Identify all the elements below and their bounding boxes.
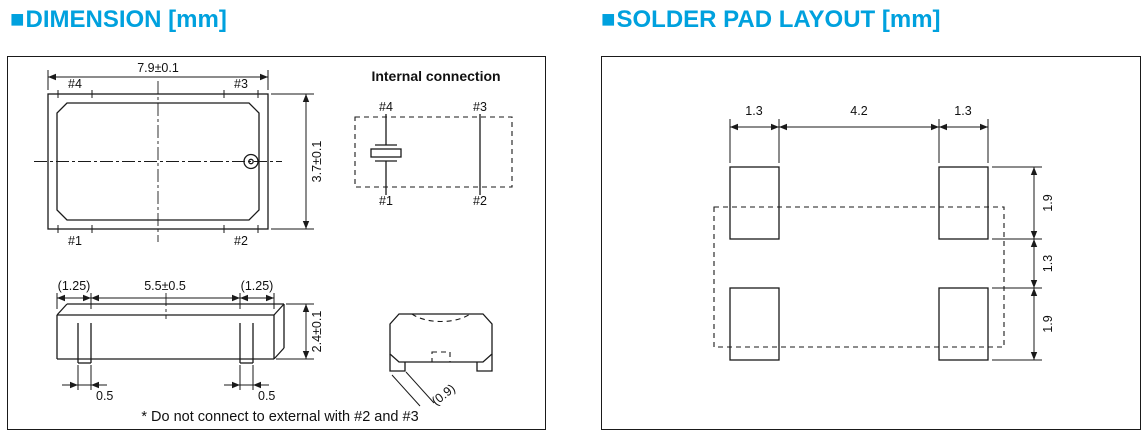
side-view-left-dim: (1.25) xyxy=(58,279,91,293)
internal-connection: Internal connection #4 #3 #1 #2 xyxy=(354,68,513,208)
solder-pads xyxy=(729,166,989,361)
solder-pad-drawing-box: 1.3 4.2 1.3 1.9 1.3 1.9 xyxy=(601,56,1141,430)
horizontal-dimensions: 1.3 4.2 1.3 xyxy=(729,104,989,163)
dimension-section-title: DIMENSION [mm] xyxy=(25,6,227,33)
package-outline xyxy=(713,206,1005,348)
solder-pad-section-title: SOLDER PAD LAYOUT [mm] xyxy=(616,6,941,33)
internal-pad-label-2: #2 xyxy=(473,194,487,208)
solder-pad-drawing: 1.3 4.2 1.3 1.9 1.3 1.9 xyxy=(713,104,1055,361)
pad-gap-vertical-dim: 1.3 xyxy=(1041,255,1055,272)
side-view-height-dim: 2.4±0.1 xyxy=(310,311,324,353)
connection-note: * Do not connect to external with #2 and… xyxy=(141,409,418,425)
top-view-pad-label-1: #1 xyxy=(68,234,82,248)
top-view-pad-label-4: #4 xyxy=(68,77,82,91)
internal-connection-title: Internal connection xyxy=(371,68,500,84)
side-view-right-dim: (1.25) xyxy=(241,279,274,293)
top-view-height-dim: 3.7±0.1 xyxy=(310,141,324,183)
top-view-pad-label-3: #3 xyxy=(234,77,248,91)
top-view-pad-label-2: #2 xyxy=(234,234,248,248)
dimension-drawing-box: 7.9±0.1 #4 #3 #1 #2 3.7±0.1 Internal con… xyxy=(7,56,546,430)
pad-gap-horizontal-dim: 4.2 xyxy=(850,104,867,118)
pad-top-right xyxy=(938,166,989,240)
pad-width-left-dim: 1.3 xyxy=(745,104,762,118)
pad-height-top-dim: 1.9 xyxy=(1041,194,1055,211)
internal-pad-label-1: #1 xyxy=(379,194,393,208)
side-view-pad-right-dim: 0.5 xyxy=(258,389,275,403)
top-view: 7.9±0.1 #4 #3 #1 #2 3.7±0.1 xyxy=(34,61,324,248)
end-view-pad-dim: (0.9) xyxy=(429,381,458,408)
crystal-symbol xyxy=(370,114,402,195)
side-view-pad-left-dim: 0.5 xyxy=(96,389,113,403)
section-marker-icon: ■ xyxy=(10,6,25,33)
end-view: (0.9) xyxy=(389,313,493,408)
pad-width-right-dim: 1.3 xyxy=(954,104,971,118)
top-view-width-dim: 7.9±0.1 xyxy=(137,61,179,75)
pad-top-left xyxy=(729,166,780,240)
pad-bottom-right xyxy=(938,287,989,361)
section-marker-icon: ■ xyxy=(601,6,616,33)
dimension-section-header: ■DIMENSION [mm] xyxy=(10,6,227,34)
vertical-dimensions: 1.9 1.3 1.9 xyxy=(992,166,1055,361)
internal-pad-label-3: #3 xyxy=(473,100,487,114)
internal-pad-label-4: #4 xyxy=(379,100,393,114)
solder-pad-section-header: ■SOLDER PAD LAYOUT [mm] xyxy=(601,6,941,34)
side-view: (1.25) 5.5±0.5 (1.25) 0.5 xyxy=(56,279,324,403)
dimension-drawing: 7.9±0.1 #4 #3 #1 #2 3.7±0.1 Internal con… xyxy=(34,61,513,425)
pad-height-bottom-dim: 1.9 xyxy=(1041,315,1055,332)
side-view-span-dim: 5.5±0.5 xyxy=(144,279,186,293)
pad-bottom-left xyxy=(729,287,780,361)
